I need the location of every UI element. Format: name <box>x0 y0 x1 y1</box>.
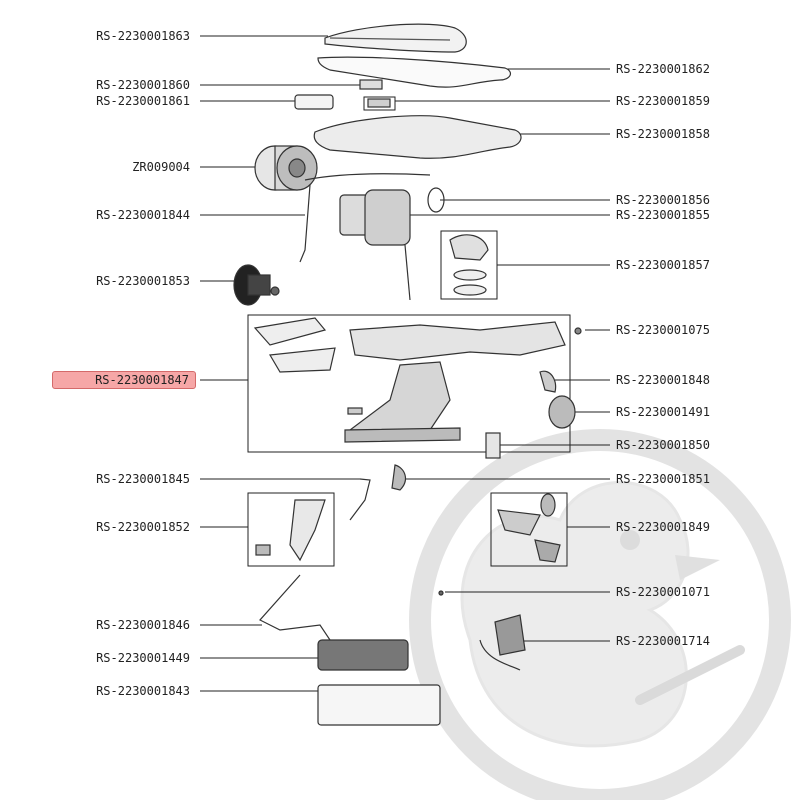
part-label-rs-2230001847[interactable]: RS-2230001847 <box>52 371 196 389</box>
part-label-rs-2230001861[interactable]: RS-2230001861 <box>96 94 190 108</box>
part-label-rs-2230001845[interactable]: RS-2230001845 <box>96 472 190 486</box>
part-wire <box>299 173 431 263</box>
part-charger <box>479 614 526 671</box>
part-label-rs-2230001857[interactable]: RS-2230001857 <box>616 258 710 272</box>
part-label-rs-2230001860[interactable]: RS-2230001860 <box>96 78 190 92</box>
part-battery <box>317 639 409 671</box>
part-filter <box>254 145 318 191</box>
part-label-rs-2230001850[interactable]: RS-2230001850 <box>616 438 710 452</box>
part-battery-cover <box>317 684 441 726</box>
part-label-rs-2230001849[interactable]: RS-2230001849 <box>616 520 710 534</box>
part-label-rs-2230001491[interactable]: RS-2230001491 <box>616 405 710 419</box>
part-cyclone <box>449 234 489 296</box>
part-wire-1846 <box>259 574 331 641</box>
part-1852 <box>255 499 326 562</box>
part-1850 <box>485 432 501 459</box>
part-screw <box>574 327 582 335</box>
part-1845 <box>349 478 371 521</box>
group-boxes <box>247 96 571 567</box>
part-label-rs-2230001853[interactable]: RS-2230001853 <box>96 274 190 288</box>
part-label-rs-2230001449[interactable]: RS-2230001449 <box>96 651 190 665</box>
part-top-cover <box>324 23 467 53</box>
part-label-rs-2230001858[interactable]: RS-2230001858 <box>616 127 710 141</box>
part-1848 <box>539 370 557 393</box>
part-main-body <box>253 317 566 443</box>
parts <box>233 23 582 726</box>
part-label-rs-2230001075[interactable]: RS-2230001075 <box>616 323 710 337</box>
leader-lines-right <box>395 68 610 642</box>
part-label-rs-2230001071[interactable]: RS-2230001071 <box>616 585 710 599</box>
part-rail <box>317 56 512 88</box>
part-1860 <box>359 79 383 90</box>
part-label-rs-2230001843[interactable]: RS-2230001843 <box>96 684 190 698</box>
part-label-rs-2230001862[interactable]: RS-2230001862 <box>616 62 710 76</box>
part-label-rs-2230001863[interactable]: RS-2230001863 <box>96 29 190 43</box>
leader-lines-left <box>200 35 360 692</box>
part-label-rs-2230001856[interactable]: RS-2230001856 <box>616 193 710 207</box>
part-switch <box>367 98 391 108</box>
watermark-duck-icon <box>409 429 791 800</box>
part-label-rs-2230001846[interactable]: RS-2230001846 <box>96 618 190 632</box>
part-label-rs-2230001859[interactable]: RS-2230001859 <box>616 94 710 108</box>
part-label-rs-2230001844[interactable]: RS-2230001844 <box>96 208 190 222</box>
part-1849 <box>497 493 561 563</box>
part-label-rs-2230001848[interactable]: RS-2230001848 <box>616 373 710 387</box>
part-label-rs-2230001855[interactable]: RS-2230001855 <box>616 208 710 222</box>
part-brush <box>548 395 576 429</box>
part-1071 <box>438 590 444 596</box>
part-1851 <box>391 464 407 491</box>
part-handle-shell <box>313 115 522 159</box>
part-cap <box>233 264 280 306</box>
part-label-rs-2230001852[interactable]: RS-2230001852 <box>96 520 190 534</box>
part-label-zr009004[interactable]: ZR009004 <box>132 160 190 174</box>
part-label-rs-2230001714[interactable]: RS-2230001714 <box>616 634 710 648</box>
part-pad <box>294 94 334 110</box>
part-label-rs-2230001851[interactable]: RS-2230001851 <box>616 472 710 486</box>
part-oring <box>427 187 445 213</box>
part-motor <box>339 189 411 301</box>
